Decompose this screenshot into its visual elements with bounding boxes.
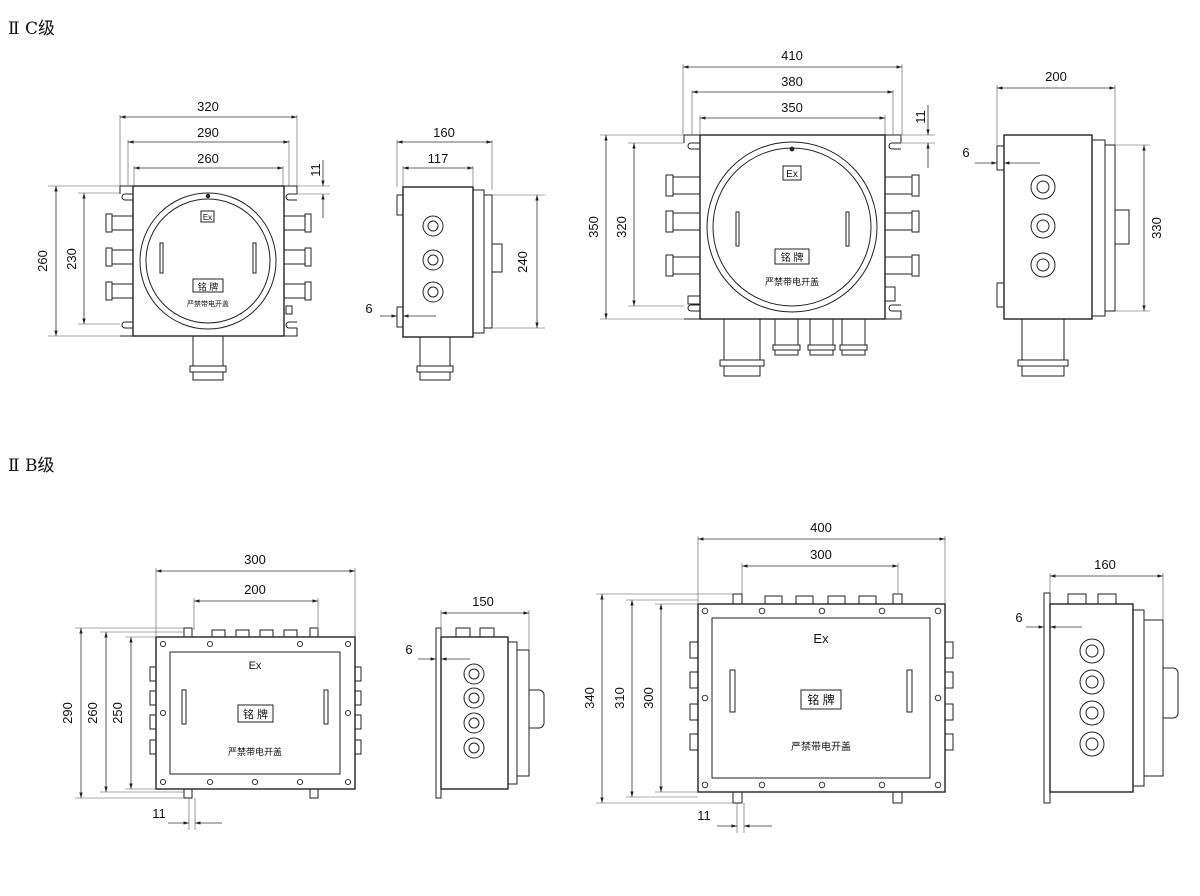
dim-label: 400 (810, 520, 832, 535)
iic-large-side-view: 200 6 330 (962, 69, 1164, 377)
dim-label: 260 (197, 151, 219, 166)
nameplate-label: 铭 牌 (807, 692, 834, 707)
dim-label: 150 (472, 594, 494, 609)
dim-label: 11 (308, 163, 323, 177)
iib-front-view: Ex 铭 牌 严禁带电开盖 300 200 290 260 250 (60, 552, 362, 830)
dim-label: 117 (428, 151, 449, 166)
dim-label: 240 (515, 251, 530, 273)
dim-label: 260 (35, 250, 50, 272)
dim-label: 200 (244, 582, 266, 597)
ex-mark: Ex (813, 631, 829, 646)
iic-front-view: Ex 铭 牌 严禁带电开盖 320 290 260 (35, 99, 330, 381)
iic-side-view: 160 117 240 6 (365, 125, 545, 381)
ex-mark: Ex (786, 169, 798, 180)
nameplate-label: 铭 牌 (198, 281, 219, 292)
dim-label: 320 (197, 99, 219, 114)
ex-mark: Ex (203, 213, 212, 222)
dim-label: 160 (1094, 557, 1116, 572)
dim-label: 330 (1149, 217, 1164, 239)
dim-label: 300 (810, 547, 832, 562)
iib-large-front-view: Ex 铭 牌 严禁带电开盖 400 300 340 310 300 11 (582, 520, 954, 833)
cable-gland (105, 213, 134, 301)
dim-label: 200 (1045, 69, 1067, 84)
dim-label: 6 (962, 145, 969, 160)
dim-label: 350 (781, 100, 803, 115)
dim-label: 350 (586, 216, 601, 238)
dim-label: 410 (781, 48, 803, 63)
dim-label: 11 (697, 808, 711, 823)
dim-label: 300 (641, 687, 656, 709)
iib-side-view: 150 6 (405, 594, 545, 799)
dim-label: 380 (781, 74, 803, 89)
dim-label: 160 (433, 125, 455, 140)
cable-gland (884, 174, 920, 302)
cable-gland (283, 213, 312, 301)
dim-label: 320 (614, 216, 629, 238)
iib-large-side-view: 160 6 (1015, 557, 1179, 804)
dim-label: 290 (60, 702, 75, 724)
dim-label: 260 (85, 702, 100, 724)
dim-label: 340 (582, 687, 597, 709)
dim-label: 11 (152, 806, 166, 821)
warning-label: 严禁带电开盖 (765, 276, 819, 287)
dim-label: 290 (197, 125, 219, 140)
warning-label: 严禁带电开盖 (228, 746, 282, 757)
dim-label: 6 (405, 642, 412, 657)
section-label-iib: Ⅱ B级 (8, 456, 55, 476)
warning-label: 严禁带电开盖 (791, 740, 851, 753)
ex-mark: Ex (249, 660, 262, 672)
cable-gland (665, 174, 701, 305)
dim-label: 6 (365, 301, 372, 316)
dim-label: 310 (612, 687, 627, 709)
dim-label: 230 (64, 248, 79, 270)
section-label-iic: Ⅱ C级 (8, 19, 55, 39)
dim-label: 6 (1015, 610, 1022, 625)
dim-label: 300 (244, 552, 266, 567)
dim-label: 250 (110, 702, 125, 724)
nameplate-label: 铭 牌 (243, 707, 268, 721)
nameplate-label: 铭 牌 (781, 251, 804, 264)
iic-large-front-view: Ex 铭 牌 严禁带电开盖 410 380 350 (586, 48, 935, 377)
warning-label: 严禁带电开盖 (187, 299, 229, 308)
dim-label: 11 (913, 110, 928, 124)
